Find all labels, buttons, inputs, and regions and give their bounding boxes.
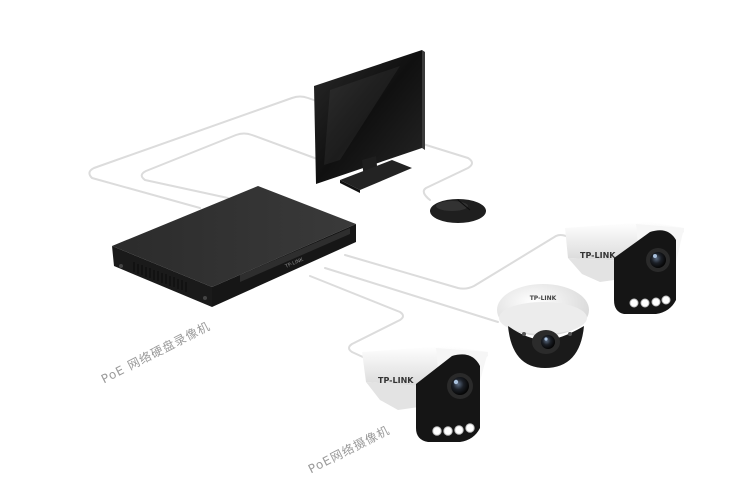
camera-left-brand: TP-LINK <box>378 376 414 385</box>
camera-right-lens-glint <box>653 254 657 258</box>
monitor-stand-edge <box>340 180 360 193</box>
cable-nvr-cam-right <box>344 234 567 290</box>
dome-lens-glint <box>544 337 548 341</box>
camera-right: TP-LINK <box>565 222 684 314</box>
monitor-screen-glare <box>324 66 400 165</box>
camera-right-lens <box>650 252 666 268</box>
camera-right-ir-leds <box>629 295 671 308</box>
monitor <box>314 50 425 193</box>
cables <box>88 95 567 365</box>
cable-nvr-monitor-inner <box>140 132 321 199</box>
dome-ir-led-2 <box>568 332 572 336</box>
nvr-front-panel-highlight <box>240 228 350 282</box>
nvr-vent-grille <box>133 262 187 292</box>
mouse-button-split <box>457 199 471 211</box>
dome-ir-led-1 <box>522 332 526 336</box>
camera-left-lens <box>451 377 469 395</box>
dome-brand: TP-LINK <box>530 295 557 302</box>
camera-left-ir-leds <box>432 423 475 436</box>
dome-base-rim <box>499 302 587 334</box>
monitor-screen <box>314 50 422 184</box>
cable-nvr-cam-left <box>309 275 404 365</box>
cable-monitor-mouse <box>409 139 473 201</box>
monitor-bezel-edge <box>422 50 425 150</box>
cable-nvr-dome <box>324 267 499 323</box>
mouse-highlight <box>436 201 468 211</box>
mouse <box>430 199 486 223</box>
nvr-top <box>112 186 356 287</box>
nvr-reset-hole <box>203 296 207 300</box>
dome-lens <box>541 335 555 349</box>
camera-left: TP-LINK <box>362 346 488 442</box>
dome-camera: TP-LINK <box>497 284 589 368</box>
camera-left-lens-glint <box>453 379 459 385</box>
nvr-power-led <box>119 264 123 268</box>
monitor-stand-base <box>340 160 412 190</box>
nvr-device: TP-LINK <box>112 186 356 307</box>
cable-nvr-monitor-outer <box>88 95 337 209</box>
camera-right-brand: TP-LINK <box>580 251 616 260</box>
